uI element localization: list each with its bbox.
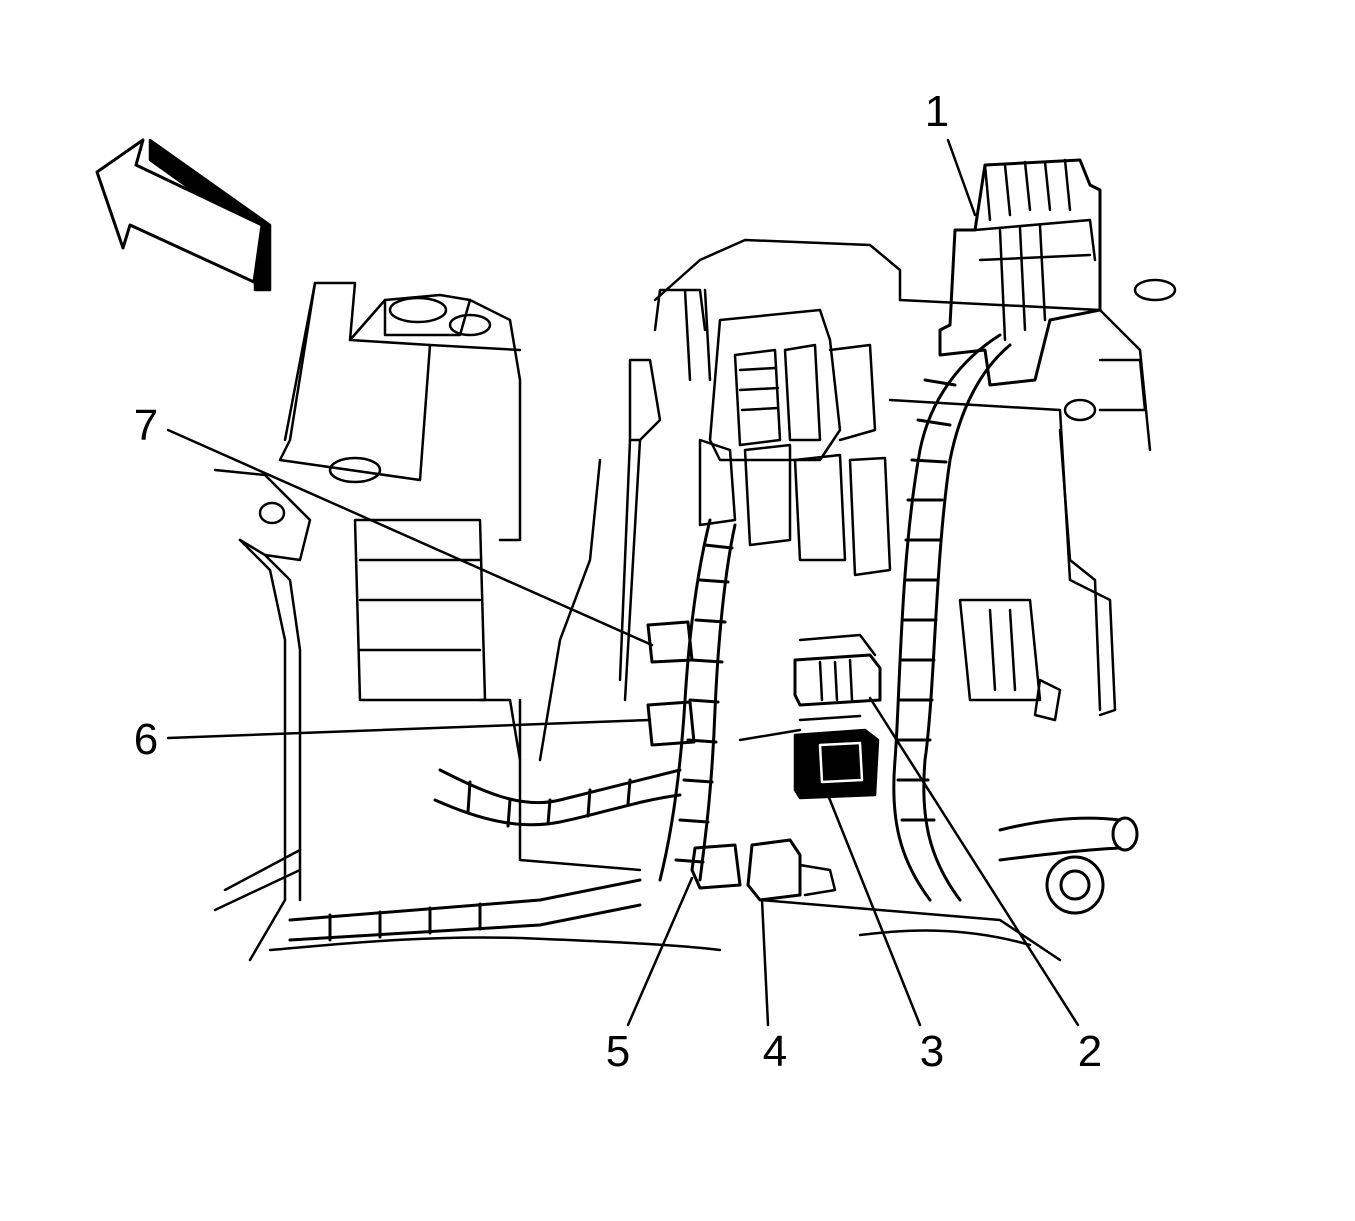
callout-2: 2: [1077, 1027, 1103, 1076]
connector-4: [746, 838, 837, 902]
lower-frame: [268, 698, 1062, 962]
callout-4: 4: [762, 1027, 788, 1076]
front-direction-arrow-icon: [95, 138, 272, 292]
leader-line-1: [946, 138, 977, 217]
left-frame-bracket: [213, 468, 312, 962]
harness-loom-right: [892, 333, 1012, 902]
leader-line-5: [626, 876, 694, 1027]
leader-line-7: [166, 428, 654, 647]
leader-line-6: [166, 718, 652, 740]
leader-line-3: [826, 793, 922, 1027]
callout-1: 1: [924, 87, 950, 136]
callout-3: 3: [919, 1027, 945, 1076]
leader-line-4: [760, 898, 770, 1027]
callout-7: 7: [133, 401, 159, 450]
callout-6: 6: [133, 715, 159, 764]
leader-lines: [166, 138, 1080, 1027]
connector-3: [793, 714, 880, 800]
connector-7: [646, 620, 694, 664]
connector-1: [938, 158, 1102, 387]
leader-line-2: [868, 696, 1080, 1027]
callout-5: 5: [605, 1027, 631, 1076]
connector-6: [646, 700, 696, 747]
connector-5: [690, 843, 742, 890]
harness-loom-center: [658, 518, 737, 882]
left-module-housing: [278, 281, 522, 762]
right-housing: [888, 278, 1177, 722]
center-fuse-block: [538, 238, 902, 762]
harness-loom-lower: [288, 768, 1139, 942]
connector-2: [793, 633, 882, 707]
